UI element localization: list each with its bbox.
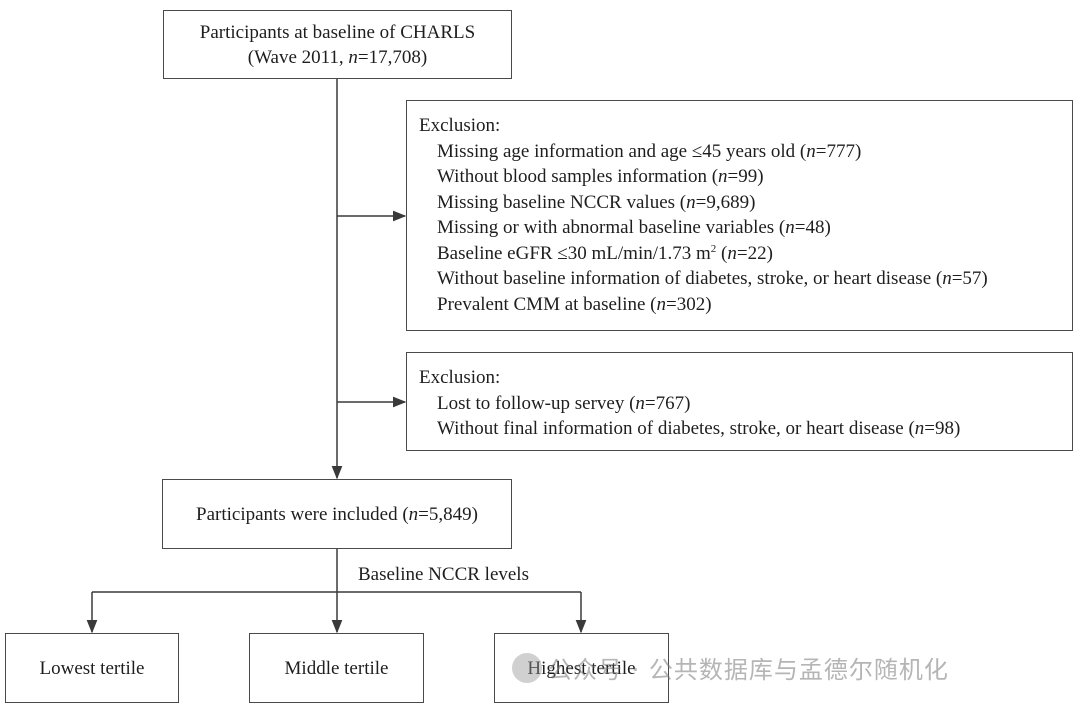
lowest-tertile-box: Lowest tertile: [5, 633, 179, 703]
exclusion1-item: Missing age information and age ≤45 year…: [437, 140, 862, 162]
exclusion2-title: Exclusion:: [419, 367, 501, 388]
highest-tertile-box: Highest tertile: [494, 633, 669, 703]
exclusion1-item: Baseline eGFR ≤30 mL/min/1.73 m2 (n=22): [437, 242, 773, 264]
exclusion-box-2: Exclusion: Lost to follow-up servey (n=7…: [406, 352, 1073, 451]
exclusion1-item: Without blood samples information (n=99): [437, 166, 764, 187]
exclusion1-title: Exclusion:: [419, 115, 501, 136]
exclusion1-item: Missing baseline NCCR values (n=9,689): [437, 191, 756, 213]
baseline-line1: Participants at baseline of CHARLS: [199, 21, 476, 43]
exclusion-box-1: Exclusion: Missing age information and a…: [406, 100, 1073, 331]
exclusion2-item: Lost to follow-up servey (n=767): [437, 392, 691, 414]
middle-tertile-label: Middle tertile: [284, 657, 389, 679]
wechat-icon: [512, 653, 542, 683]
split-label: Baseline NCCR levels: [358, 564, 529, 585]
exclusion2-item: Without final information of diabetes, s…: [437, 418, 961, 439]
exclusion1-item: Prevalent CMM at baseline (n=302): [437, 293, 712, 315]
middle-tertile-box: Middle tertile: [249, 633, 424, 703]
baseline-box: Participants at baseline of CHARLS (Wave…: [163, 10, 512, 79]
highest-tertile-label: Highest tertile: [527, 657, 636, 679]
exclusion1-item: Without baseline information of diabetes…: [437, 268, 988, 289]
lowest-tertile-label: Lowest tertile: [39, 657, 145, 679]
included-text: Participants were included (n=5,849): [196, 503, 478, 525]
included-box: Participants were included (n=5,849): [162, 479, 512, 549]
watermark-text: 公众号 · 公共数据库与孟德尔随机化: [548, 656, 949, 684]
baseline-line2: (Wave 2011, n=17,708): [247, 46, 428, 68]
watermark: 公众号 · 公共数据库与孟德尔随机化: [512, 650, 949, 685]
exclusion1-item: Missing or with abnormal baseline variab…: [437, 217, 831, 238]
